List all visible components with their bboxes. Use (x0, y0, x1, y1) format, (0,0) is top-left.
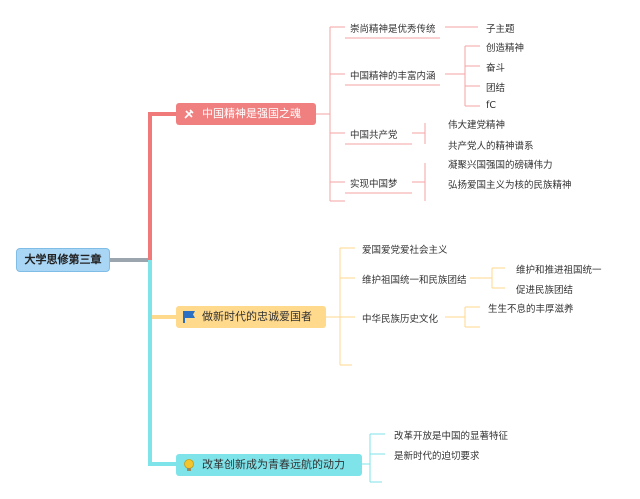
leaf-topic[interactable]: 生生不息的丰厚滋养 (488, 304, 574, 315)
main-topic-china-spirit[interactable]: 中国精神是强国之魂 (176, 103, 316, 125)
subtopic-connotation[interactable]: 中国精神的丰富内涵 (350, 71, 436, 82)
leaf-topic[interactable]: 促进民族团结 (516, 285, 574, 296)
main-topic-label: 改革创新成为青春远航的动力 (202, 458, 345, 471)
root-topic[interactable]: 大学思修第三章 (16, 248, 110, 272)
subtopic-urgent-need[interactable]: 是新时代的迫切要求 (394, 451, 480, 462)
leaf-topic[interactable]: 弘扬爱国主义为核的民族精神 (448, 180, 572, 191)
leaf-topic[interactable]: 团结 (486, 83, 506, 94)
leaf-topic[interactable]: 伟大建党精神 (448, 120, 506, 131)
leaf-topic[interactable]: fC (486, 100, 496, 111)
main-topic-reform[interactable]: 改革创新成为青春远航的动力 (176, 454, 362, 476)
lightbulb-icon (182, 458, 196, 472)
leaf-topic[interactable]: 维护和推进祖国统一 (516, 265, 602, 276)
leaf-topic[interactable]: 创造精神 (486, 43, 525, 54)
subtopic-unity[interactable]: 维护祖国统一和民族团结 (362, 275, 467, 286)
flag-icon (182, 310, 196, 324)
subtopic-cpc[interactable]: 中国共产党 (350, 130, 398, 141)
leaf-topic[interactable]: 奋斗 (486, 63, 506, 74)
subtopic-tradition[interactable]: 崇尚精神是优秀传统 (350, 24, 436, 35)
subtopic-china-dream[interactable]: 实现中国梦 (350, 179, 398, 190)
main-topic-label: 中国精神是强国之魂 (202, 107, 301, 120)
main-topic-label: 做新时代的忠诚爱国者 (202, 310, 312, 323)
subtopic-reform-feature[interactable]: 改革开放是中国的显著特征 (394, 431, 509, 442)
subtopic-history-culture[interactable]: 中华民族历史文化 (362, 314, 439, 325)
leaf-topic[interactable]: 共产党人的精神谱系 (448, 141, 534, 152)
tools-icon (182, 107, 196, 121)
leaf-topic[interactable]: 子主题 (486, 24, 515, 35)
main-topic-patriot[interactable]: 做新时代的忠诚爱国者 (176, 306, 326, 328)
leaf-topic[interactable]: 凝聚兴国强国的磅礴伟力 (448, 160, 553, 171)
subtopic-love-country[interactable]: 爱国爱党爱社会主义 (362, 245, 448, 256)
